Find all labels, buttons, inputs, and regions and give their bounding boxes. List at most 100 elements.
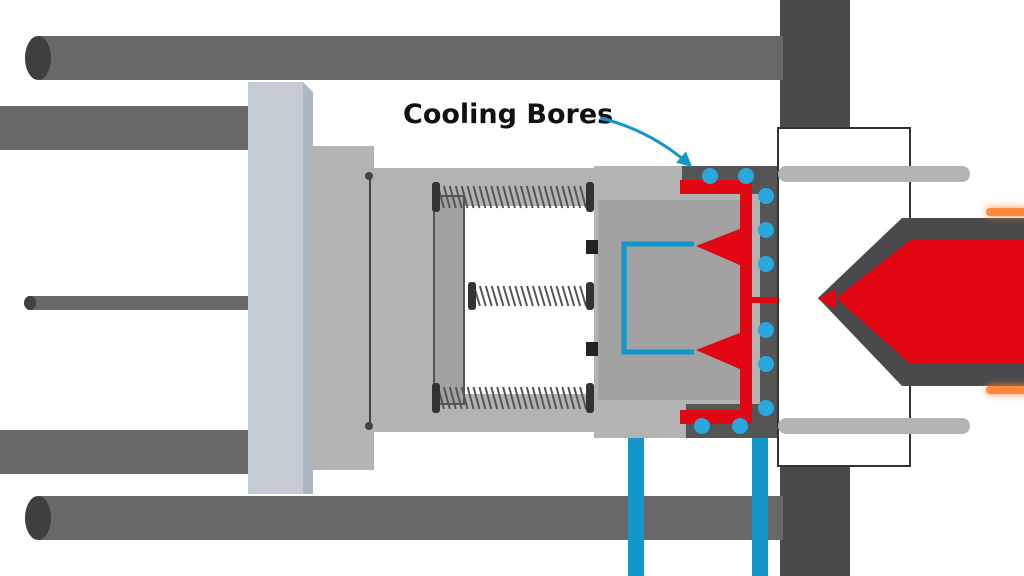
- spring-coil: [525, 185, 534, 209]
- spring-coil: [519, 386, 528, 410]
- cooling-pipe-right: [752, 438, 768, 576]
- cooling-bore: [702, 168, 718, 184]
- spring-coil: [513, 386, 522, 410]
- cooling-bore: [738, 168, 754, 184]
- spring-coil: [484, 185, 493, 209]
- spring-top: [432, 182, 594, 212]
- heater-band-bottom: [986, 386, 1024, 394]
- spring-coil: [531, 285, 540, 307]
- cooling-bores-leader-line: [599, 116, 693, 167]
- cooling-bore: [758, 322, 774, 338]
- ejector-rod-upper: [0, 106, 250, 150]
- spring-coil: [520, 285, 529, 307]
- cooling-bore: [758, 256, 774, 272]
- cooling-bore: [732, 418, 748, 434]
- spring-coil: [502, 285, 511, 307]
- tie-bar-bottom-end: [25, 496, 51, 540]
- ejector-rod-middle: [28, 296, 250, 310]
- spring-coil: [513, 185, 522, 209]
- spring-coil: [543, 185, 552, 209]
- back-plate-bolt-top: [365, 172, 373, 180]
- spring-coil: [555, 185, 564, 209]
- spring-coil: [508, 386, 516, 410]
- spring-coil: [573, 185, 582, 209]
- spring-coil: [519, 185, 528, 209]
- spring-coil: [537, 185, 546, 209]
- spring-coil: [573, 386, 582, 410]
- cooling-bores-label: Cooling Bores: [403, 99, 613, 130]
- ejector-pin-top: [586, 240, 598, 254]
- spring-coil: [442, 386, 451, 410]
- springs: [432, 182, 594, 413]
- tie-bar-bottom: [38, 496, 783, 540]
- spring-coil: [460, 386, 469, 410]
- spring-coil: [478, 285, 487, 307]
- spring-coil: [478, 185, 487, 209]
- barrel-melt: [836, 240, 1024, 364]
- spring-cap: [586, 383, 594, 413]
- spring-coil: [526, 285, 534, 307]
- tie-bars: [0, 36, 783, 540]
- spring-coil: [555, 386, 564, 410]
- spring-coil: [543, 386, 552, 410]
- spring-middle: [468, 282, 594, 310]
- cooling-bore: [758, 222, 774, 238]
- spring-coil: [549, 285, 558, 307]
- spring-coil: [543, 285, 552, 307]
- spring-coil: [484, 386, 493, 410]
- spring-coil: [460, 185, 469, 209]
- spring-coil: [567, 285, 576, 307]
- spring-coil: [573, 285, 582, 307]
- back-plate-bolt-bottom: [365, 422, 373, 430]
- nozzle-tip: [818, 288, 836, 310]
- cooling-pipe-left: [628, 438, 644, 576]
- spring-cap: [586, 182, 594, 212]
- spring-coil: [502, 185, 511, 209]
- spring-coil: [490, 185, 499, 209]
- spring-coil: [531, 185, 540, 209]
- spring-coil: [579, 285, 587, 307]
- melt-gate-top: [696, 228, 742, 266]
- spring-coil: [537, 285, 546, 307]
- spring-coil: [555, 285, 564, 307]
- spring-bottom: [432, 383, 594, 413]
- spring-coil: [454, 386, 463, 410]
- cooling-bore: [694, 418, 710, 434]
- cooling-channel-core: [621, 241, 694, 355]
- spring-coil: [508, 285, 517, 307]
- melt-gate-bottom: [696, 332, 742, 370]
- spring-coil: [561, 185, 570, 209]
- spring-coil: [448, 185, 457, 209]
- ejector-plate: [433, 195, 465, 405]
- moving-platen: [248, 82, 313, 494]
- tie-bar-top: [38, 36, 783, 80]
- spring-coil: [549, 386, 558, 410]
- spring-coil: [490, 386, 499, 410]
- spring-coil: [478, 386, 487, 410]
- spring-coil: [466, 386, 475, 410]
- spring-coil: [579, 185, 587, 209]
- spring-coil: [448, 386, 457, 410]
- spring-coil: [537, 386, 546, 410]
- spring-coil: [561, 285, 570, 307]
- spring-coil: [496, 285, 505, 307]
- spring-coil: [466, 185, 475, 209]
- spring-coil: [508, 185, 516, 209]
- housing-rail-top: [778, 166, 970, 182]
- spring-coil: [514, 285, 523, 307]
- spring-coil: [525, 386, 534, 410]
- spring-coil: [472, 386, 481, 410]
- cooling-bores: [694, 168, 774, 434]
- melt-cavity: [680, 180, 752, 424]
- mold-core-insert: [598, 200, 748, 400]
- spring-coil: [502, 386, 511, 410]
- spring-coil: [531, 386, 540, 410]
- spring-cap: [468, 282, 476, 310]
- spring-coil: [561, 386, 570, 410]
- spring-coil: [496, 386, 505, 410]
- cooling-bore: [758, 188, 774, 204]
- spring-coil: [579, 386, 587, 410]
- spring-coil: [472, 185, 481, 209]
- spring-coil: [567, 386, 576, 410]
